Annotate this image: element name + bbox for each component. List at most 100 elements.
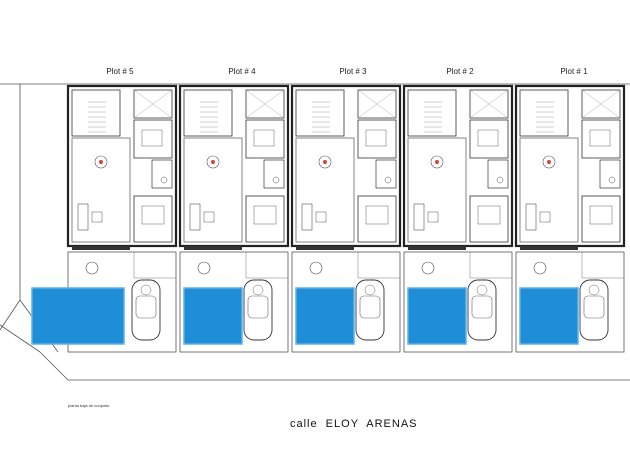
car-steering <box>252 284 264 296</box>
dining-table <box>94 155 108 169</box>
entry-porch <box>245 251 289 279</box>
bathroom <box>133 89 173 119</box>
closet <box>599 159 621 189</box>
plot-label-1: Plot # 1 <box>560 67 588 76</box>
house-walls <box>402 84 514 248</box>
house-walls <box>290 84 402 248</box>
table-decoration <box>323 160 327 164</box>
street-name-label: calle ELOY ARENAS <box>290 418 418 430</box>
plot-label-5: Plot # 5 <box>106 67 134 76</box>
bathroom <box>581 89 621 119</box>
patio-table <box>309 261 323 275</box>
bed <box>141 205 165 225</box>
plot-label-4: Plot # 4 <box>228 67 256 76</box>
terrace-edge <box>520 246 578 250</box>
patio-table <box>197 261 211 275</box>
house-walls <box>178 84 290 248</box>
bed <box>589 129 611 147</box>
bed <box>589 205 613 225</box>
stair-hall <box>183 89 233 137</box>
toilet <box>496 176 504 184</box>
sofa <box>301 203 313 231</box>
toilet <box>160 176 168 184</box>
house-walls <box>66 84 178 248</box>
toilet <box>608 176 616 184</box>
house-walls <box>514 84 626 248</box>
entry-porch <box>133 251 177 279</box>
front-yard <box>403 251 513 353</box>
car-cabin <box>359 295 381 319</box>
stair-hall <box>295 89 345 137</box>
terrace-edge <box>408 246 466 250</box>
car-steering <box>476 284 488 296</box>
coffee-table <box>427 211 439 223</box>
bedroom-1 <box>469 119 509 159</box>
toilet <box>272 176 280 184</box>
bed <box>365 205 389 225</box>
car-cabin <box>247 295 269 319</box>
bedroom-1 <box>245 119 285 159</box>
swimming-pool <box>31 287 125 345</box>
plot-1 <box>514 84 626 353</box>
car <box>243 279 273 341</box>
plot-label-2: Plot # 2 <box>446 67 474 76</box>
swimming-pool <box>407 287 467 345</box>
car-cabin <box>583 295 605 319</box>
bathroom-diagonal <box>357 89 397 119</box>
car-steering <box>364 284 376 296</box>
car-cabin <box>471 295 493 319</box>
living-dining-room <box>295 137 355 243</box>
sofa <box>189 203 201 231</box>
coffee-table <box>91 211 103 223</box>
bedroom-2 <box>133 195 173 243</box>
sofa <box>413 203 425 231</box>
plot-label-3: Plot # 3 <box>339 67 367 76</box>
bedroom-2 <box>469 195 509 243</box>
living-dining-room <box>407 137 467 243</box>
plot-4 <box>178 84 290 353</box>
car-cabin <box>135 295 157 319</box>
bathroom <box>245 89 285 119</box>
dining-table <box>430 155 444 169</box>
living-dining-room <box>183 137 243 243</box>
table-decoration <box>211 160 215 164</box>
closet <box>151 159 173 189</box>
coffee-table <box>539 211 551 223</box>
toilet <box>384 176 392 184</box>
patio-table <box>85 261 99 275</box>
swimming-pool <box>183 287 243 345</box>
entry-porch <box>357 251 401 279</box>
bed <box>253 129 275 147</box>
bed <box>141 129 163 147</box>
terrace-edge <box>296 246 354 250</box>
closet <box>487 159 509 189</box>
swimming-pool <box>295 287 355 345</box>
front-yard <box>515 251 625 353</box>
car-steering <box>588 284 600 296</box>
front-yard <box>179 251 289 353</box>
bedroom-2 <box>581 195 621 243</box>
car <box>131 279 161 341</box>
closet <box>375 159 397 189</box>
patio-table <box>533 261 547 275</box>
bedroom-1 <box>133 119 173 159</box>
living-dining-room <box>519 137 579 243</box>
bed <box>477 205 501 225</box>
table-decoration <box>435 160 439 164</box>
table-decoration <box>99 160 103 164</box>
car-steering <box>140 284 152 296</box>
patio-table <box>421 261 435 275</box>
bathroom-diagonal <box>581 89 621 119</box>
dining-table <box>318 155 332 169</box>
dining-table <box>542 155 556 169</box>
bathroom <box>357 89 397 119</box>
bed <box>253 205 277 225</box>
bathroom-diagonal <box>245 89 285 119</box>
closet <box>263 159 285 189</box>
sofa <box>77 203 89 231</box>
car <box>467 279 497 341</box>
bedroom-2 <box>245 195 285 243</box>
swimming-pool <box>519 287 579 345</box>
stair-hall <box>71 89 121 137</box>
